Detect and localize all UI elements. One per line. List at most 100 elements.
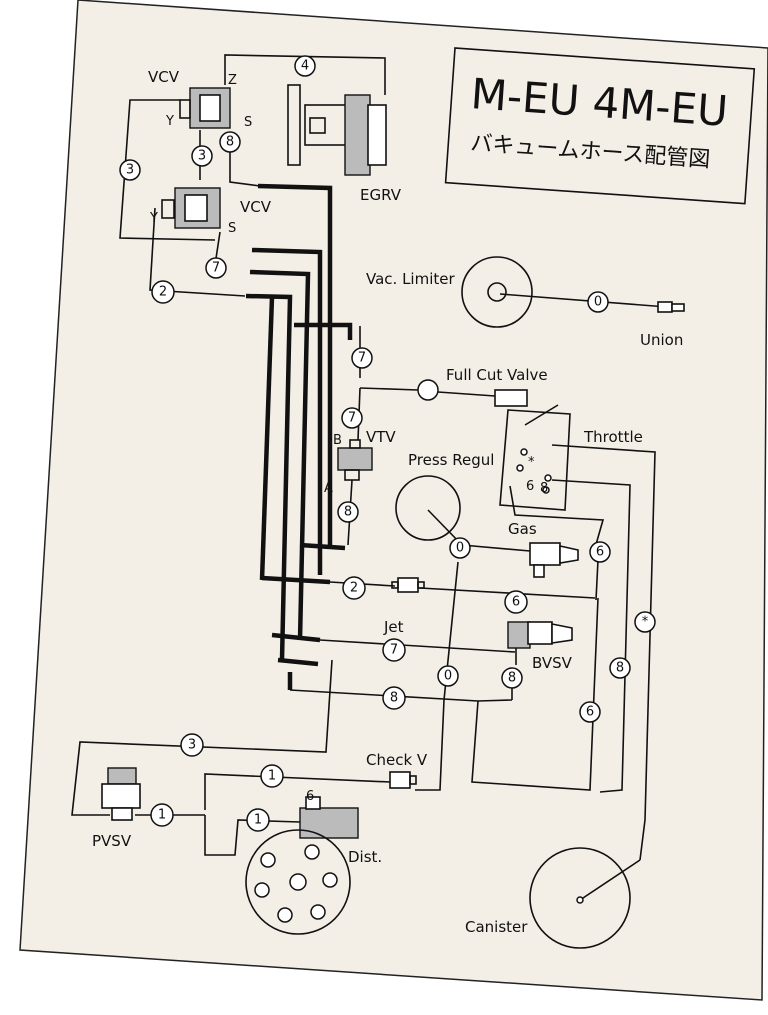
distributor [245, 796, 359, 935]
label-throttle: Throttle [583, 428, 643, 446]
hose-marker-6-mid: 6 [504, 590, 528, 614]
port-throttle-8: 8 [540, 481, 548, 496]
union-fitting [657, 301, 685, 313]
vtv-valve [337, 439, 373, 481]
label-union: Union [640, 331, 683, 349]
hose-marker-8-vtv: 8 [337, 501, 359, 523]
label-vac-limiter: Vac. Limiter [366, 270, 455, 288]
label-check-v: Check V [366, 751, 428, 769]
label-jet: Jet [383, 618, 404, 636]
label-canister: Canister [465, 918, 528, 936]
svg-text:2: 2 [159, 285, 167, 300]
gas-fitting [529, 542, 579, 578]
hose-marker-4: 4 [294, 55, 316, 77]
svg-text:0: 0 [444, 669, 452, 684]
hose-marker-7-vcv: 7 [205, 257, 227, 279]
hose-marker-2-mid: 2 [342, 576, 366, 600]
canister [529, 847, 631, 949]
svg-text:2: 2 [350, 581, 358, 596]
port-vtv-b: B [333, 433, 342, 448]
vcv-top-valve [179, 87, 231, 129]
hose-marker-0-press: 0 [449, 537, 471, 559]
hose-marker-1-dist: 1 [246, 808, 270, 832]
label-full-cut-valve: Full Cut Valve [446, 366, 548, 384]
label-bvsv: BVSV [532, 654, 573, 672]
hose-marker-8-bvsv: 8 [501, 667, 523, 689]
hose-marker-6-right: 6 [589, 541, 611, 563]
port-vcv-bottom-s: S [228, 221, 236, 236]
port-letters: Z Y S Y S B A * 6 8 6 [149, 73, 548, 804]
label-pvsv: PVSV [92, 832, 132, 850]
svg-text:4: 4 [301, 59, 309, 74]
svg-text:6: 6 [596, 545, 604, 560]
hose-marker-8-vcv: 8 [219, 131, 241, 153]
vac-limiter [461, 256, 533, 328]
component-labels: VCV VCV EGRV Vac. Limiter Union Full Cut… [92, 68, 683, 936]
bvsv-valve [507, 621, 573, 649]
label-vcv-bottom: VCV [240, 198, 272, 216]
svg-text:8: 8 [390, 691, 398, 706]
pressure-regulator [395, 475, 461, 541]
label-vcv-top: VCV [148, 68, 180, 86]
port-vcv-top-z: Z [228, 73, 237, 88]
label-gas: Gas [508, 520, 537, 538]
svg-text:3: 3 [126, 163, 134, 178]
port-vtv-a: A [324, 481, 333, 496]
port-vcv-top-s: S [244, 115, 252, 130]
hose-marker-2-left: 2 [151, 280, 175, 304]
hose-marker-3-bottom: 3 [180, 733, 204, 757]
hose-marker-8-bottom: 8 [382, 686, 406, 710]
hose-marker-0-limiter: 0 [587, 291, 609, 313]
vcv-bottom-valve [161, 187, 221, 229]
egrv-valve [287, 84, 387, 176]
svg-text:0: 0 [594, 295, 602, 310]
hose-number-markers: 4 3 3 8 7 2 0 7 7 8 0 2 6 6 7 0 8 8 * 8 … [119, 55, 656, 832]
jet-fitting [391, 577, 425, 593]
port-vcv-top-y: Y [165, 114, 174, 129]
hose-marker-3-left: 3 [119, 159, 141, 181]
label-vtv: VTV [366, 428, 396, 446]
label-dist: Dist. [348, 848, 382, 866]
hose-marker-star: * [634, 611, 656, 633]
port-throttle-6: 6 [526, 479, 534, 494]
label-press-regul: Press Regul [408, 451, 494, 469]
hose-marker-1-check: 1 [260, 764, 284, 788]
label-egrv: EGRV [360, 186, 402, 204]
port-throttle-star: * [528, 455, 535, 470]
pvsv-valve [101, 767, 141, 821]
paper-sheet [19, 0, 768, 1001]
svg-text:7: 7 [390, 643, 398, 658]
hose-lines [71, 54, 681, 901]
hose-marker-3-vcv: 3 [191, 145, 213, 167]
hose-bundle [245, 183, 353, 690]
check-valve [389, 771, 417, 789]
svg-text:7: 7 [358, 351, 366, 366]
svg-text:6: 6 [512, 595, 520, 610]
hose-marker-1-pvsv: 1 [150, 803, 174, 827]
hose-marker-7-jet: 7 [382, 638, 406, 662]
port-dist-6: 6 [306, 789, 314, 804]
svg-text:3: 3 [188, 738, 196, 753]
svg-text:3: 3 [198, 149, 206, 164]
hose-marker-6-low: 6 [579, 701, 601, 723]
svg-text:8: 8 [344, 505, 352, 520]
svg-text:6: 6 [586, 705, 594, 720]
svg-text:1: 1 [158, 808, 166, 823]
title-box [444, 47, 756, 205]
port-vcv-bottom-y: Y [149, 211, 158, 226]
hose-marker-8-right: 8 [609, 657, 631, 679]
svg-text:0: 0 [456, 541, 464, 556]
svg-text:8: 8 [226, 135, 234, 150]
hose-marker-7-upper: 7 [351, 347, 373, 369]
svg-text:7: 7 [212, 261, 220, 276]
full-cut-valve [417, 379, 528, 407]
svg-text:1: 1 [268, 769, 276, 784]
svg-text:8: 8 [508, 671, 516, 686]
throttle-body [516, 448, 552, 494]
svg-text:7: 7 [348, 411, 356, 426]
hose-marker-7-lower: 7 [341, 407, 363, 429]
svg-text:1: 1 [254, 813, 262, 828]
svg-text:8: 8 [616, 661, 624, 676]
